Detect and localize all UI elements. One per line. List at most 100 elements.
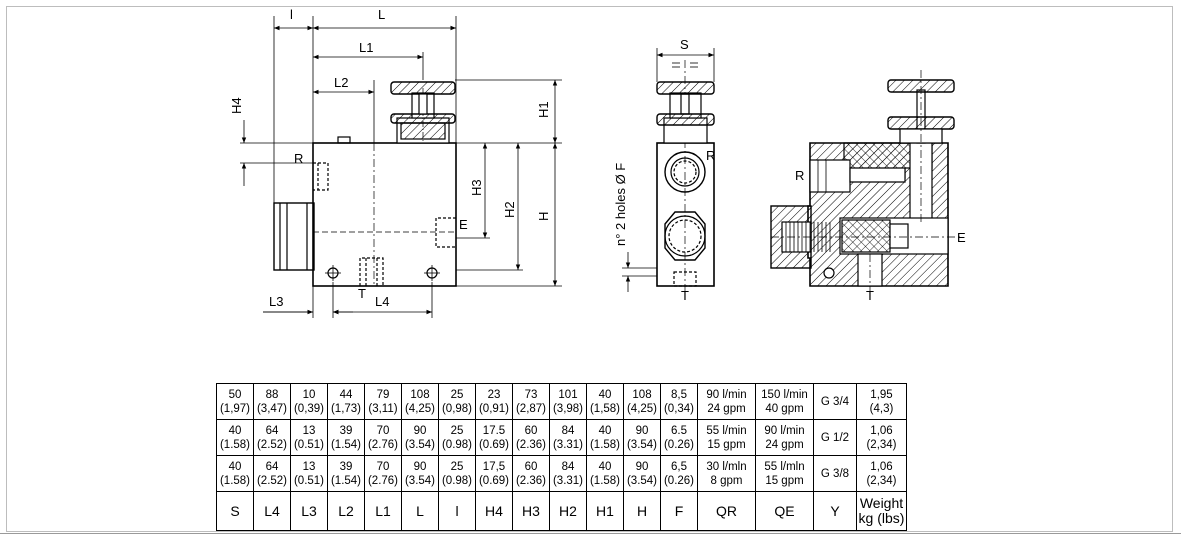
- dim-L4-label: L4: [375, 294, 389, 309]
- table-cell: 40(1.58): [216, 455, 254, 492]
- table-cell: 25(0.98): [438, 419, 476, 456]
- table-cell: 84(3.31): [549, 455, 587, 492]
- table-cell: 70(2.76): [364, 419, 402, 456]
- side-view: [656, 60, 715, 300]
- table-header-cell: QE: [755, 491, 814, 531]
- dim-L2-label: L2: [334, 75, 348, 90]
- section-port-R-label: R: [795, 168, 804, 183]
- table-cell: G 1/2: [813, 419, 857, 456]
- table-cell: 39(1.54): [327, 419, 365, 456]
- holes-note: n° 2 holes Ø F: [613, 163, 628, 246]
- table-header-cell: L: [401, 491, 439, 531]
- section-port-E-label: E: [957, 230, 966, 245]
- dimensions-table: 50(1,97)88(3,47)10(0,39)44(1,73)79(3,11)…: [216, 383, 907, 531]
- side-dimensions: [622, 48, 715, 292]
- table-header-cell: H1: [586, 491, 624, 531]
- table-cell: 40(1,58): [586, 383, 624, 420]
- table-cell: 84(3.31): [549, 419, 587, 456]
- sheet-border: [6, 6, 1173, 532]
- table-cell: 79(3,11): [364, 383, 402, 420]
- table-cell: 17.5(0.69): [475, 419, 513, 456]
- table-cell: 64(2.52): [253, 419, 291, 456]
- table-row: 40(1.58)64(2.52)13(0.51)39(1.54)70(2.76)…: [216, 419, 907, 456]
- table-cell: 101(3,98): [549, 383, 587, 420]
- table-cell: 6,5(0.26): [660, 455, 698, 492]
- table-cell: 44(1,73): [327, 383, 365, 420]
- table-cell: 17,5(0.69): [475, 455, 513, 492]
- table-cell: 40(1.58): [586, 455, 624, 492]
- section-view: [770, 70, 960, 300]
- table-cell: 73(2,87): [512, 383, 550, 420]
- table-cell: 64(2.52): [253, 455, 291, 492]
- front-valve-body: [312, 142, 457, 287]
- side-labels: S R T n° 2 holes Ø F: [613, 37, 715, 303]
- table-row: 50(1,97)88(3,47)10(0,39)44(1,73)79(3,11)…: [216, 383, 907, 420]
- dim-H3-label: H3: [469, 179, 484, 196]
- table-cell: 90(3.54): [623, 419, 661, 456]
- table-header-cell: F: [660, 491, 698, 531]
- table-header-cell: L2: [327, 491, 365, 531]
- table-cell: 39(1.54): [327, 455, 365, 492]
- table-cell: 40(1.58): [216, 419, 254, 456]
- dim-L3-label: L3: [269, 294, 283, 309]
- dim-H4-label: H4: [229, 97, 244, 114]
- table-cell: 88(3,47): [253, 383, 291, 420]
- table-cell: 90(3.54): [401, 455, 439, 492]
- table-cell: 108(4,25): [401, 383, 439, 420]
- table-header-cell: H3: [512, 491, 550, 531]
- dim-L-label: L: [378, 7, 385, 22]
- section-port-T-label: T: [866, 288, 874, 303]
- dim-H2-label: H2: [502, 201, 517, 218]
- front-port-E-label: E: [459, 217, 468, 232]
- dim-H1-label: H1: [536, 101, 551, 118]
- dim-H-label: H: [536, 212, 551, 221]
- section-labels: R E T: [795, 168, 966, 303]
- table-cell: 8,5(0,34): [660, 383, 698, 420]
- sheet-bottom-rule: [0, 533, 1181, 534]
- front-port-boss: [273, 202, 315, 271]
- table-cell: 60(2.36): [512, 455, 550, 492]
- dim-l-label: l: [290, 7, 293, 22]
- table-cell: 70(2.76): [364, 455, 402, 492]
- table-cell: 90(3.54): [401, 419, 439, 456]
- front-labels: l L L1 L2 L3 L4 H4 H1 H H2 H3 R E T: [229, 7, 551, 309]
- table-header-cell: Y: [813, 491, 857, 531]
- front-port-R-label: R: [294, 151, 303, 166]
- table-header-cell: QR: [697, 491, 756, 531]
- dim-L1-label: L1: [359, 40, 373, 55]
- front-view: [273, 81, 457, 287]
- table-header-cell: H2: [549, 491, 587, 531]
- side-port-T-label: T: [681, 288, 689, 303]
- table-header-cell: l: [438, 491, 476, 531]
- table-cell: 13(0.51): [290, 419, 328, 456]
- front-dimensions: [240, 16, 562, 318]
- table-cell: 108(4,25): [623, 383, 661, 420]
- table-cell: 13(0.51): [290, 455, 328, 492]
- table-cell: 1,06(2,34): [856, 419, 907, 456]
- side-valve-body: [656, 142, 715, 287]
- table-cell: 23(0,91): [475, 383, 513, 420]
- table-header-cell: S: [216, 491, 254, 531]
- table-cell: 90(3.54): [623, 455, 661, 492]
- table-cell: 25(0.98): [438, 455, 476, 492]
- table-cell: 25(0,98): [438, 383, 476, 420]
- table-cell: 1,95(4,3): [856, 383, 907, 420]
- table-cell: 10(0,39): [290, 383, 328, 420]
- table-header-cell: H4: [475, 491, 513, 531]
- table-cell: G 3/8: [813, 455, 857, 492]
- table-header-cell: L4: [253, 491, 291, 531]
- side-port-R-label: R: [706, 148, 715, 163]
- table-header-cell: H: [623, 491, 661, 531]
- table-cell: 60(2.36): [512, 419, 550, 456]
- table-cell: 50(1,97): [216, 383, 254, 420]
- table-cell: 1,06(2,34): [856, 455, 907, 492]
